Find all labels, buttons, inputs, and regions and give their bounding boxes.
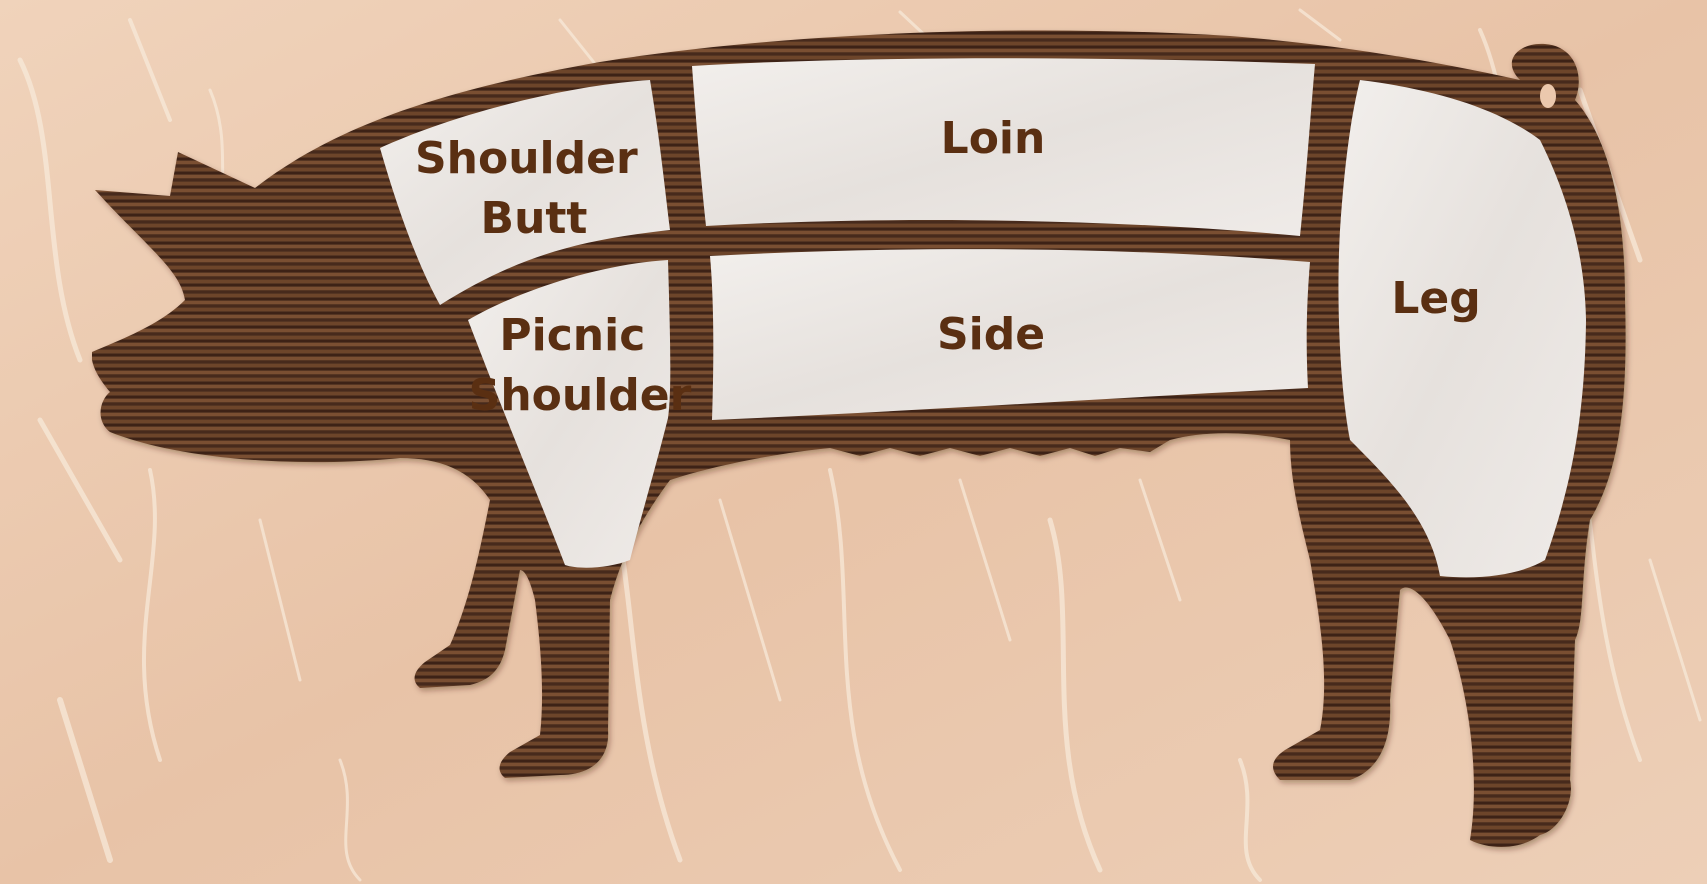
label-side: Side [937,309,1045,360]
label-leg: Leg [1391,273,1480,324]
tail-hole [1540,84,1556,108]
label-loin: Loin [941,113,1046,164]
label-picnic-shoulder-line1: Picnic [499,310,645,361]
label-shoulder-butt-line1: Shoulder [415,133,638,184]
label-picnic-shoulder-line2: Shoulder [469,370,692,421]
label-shoulder-butt-line2: Butt [481,193,588,244]
